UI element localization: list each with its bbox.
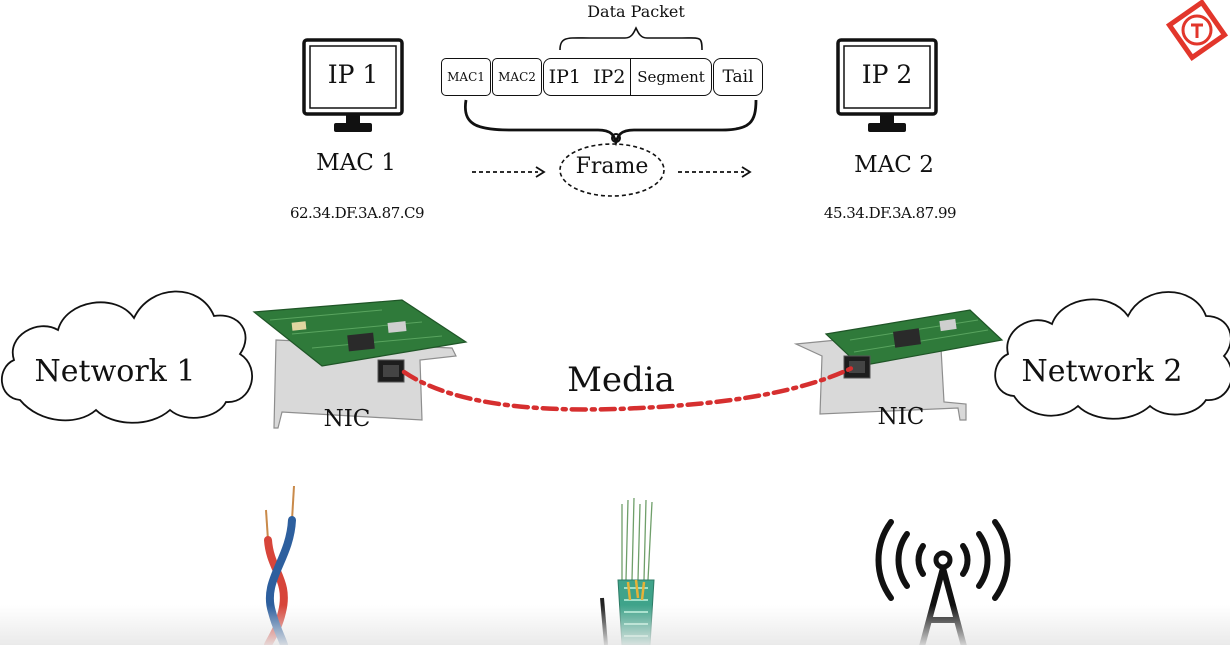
network-2-label: Network 2 [1021, 354, 1183, 389]
network-card-icon [793, 309, 1004, 421]
host-2-mac-address: 45.34.DF.3A.87.99 [823, 204, 957, 222]
frame-ellipse [559, 143, 665, 197]
network-2-cloud [994, 291, 1230, 420]
media-label: Media [567, 360, 675, 400]
host-1-mac-name: MAC 1 [316, 150, 396, 176]
monitor-icon [836, 38, 938, 132]
monitor-icon [302, 38, 404, 132]
host-1-ip-label: IP 1 [327, 60, 379, 89]
frame-arrow-left [472, 166, 546, 178]
network-card-icon [252, 299, 468, 429]
network-1-label: Network 1 [34, 354, 196, 389]
frame-cell-segment: Segment [630, 58, 712, 96]
host-2-ip-label: IP 2 [861, 60, 913, 89]
brand-logo-icon [1165, 0, 1229, 62]
frame-label: Frame [575, 154, 649, 179]
frame-cell-mac1: MAC1 [441, 58, 491, 96]
frame-cell-tail: Tail [713, 58, 763, 96]
media-cable [401, 363, 859, 412]
network-1-cloud [0, 290, 253, 424]
data-packet-brace [559, 26, 703, 51]
nic-2-label: NIC [877, 404, 925, 430]
frame-brace [463, 99, 758, 147]
frame-cell-ip: IP1 IP2 [543, 58, 631, 96]
frame-arrow-right [678, 166, 752, 178]
frame-brace-knot [611, 133, 621, 143]
data-packet-label: Data Packet [587, 2, 685, 21]
twisted-pair-cable-icon [264, 485, 296, 645]
frame-cell-mac2: MAC2 [492, 58, 542, 96]
host-1-mac-address: 62.34.DF.3A.87.C9 [289, 204, 425, 222]
fiber-optic-cable-icon [600, 497, 655, 645]
host-2-mac-name: MAC 2 [854, 152, 934, 178]
nic-1-label: NIC [323, 406, 371, 432]
wireless-tower-icon [875, 519, 1011, 645]
